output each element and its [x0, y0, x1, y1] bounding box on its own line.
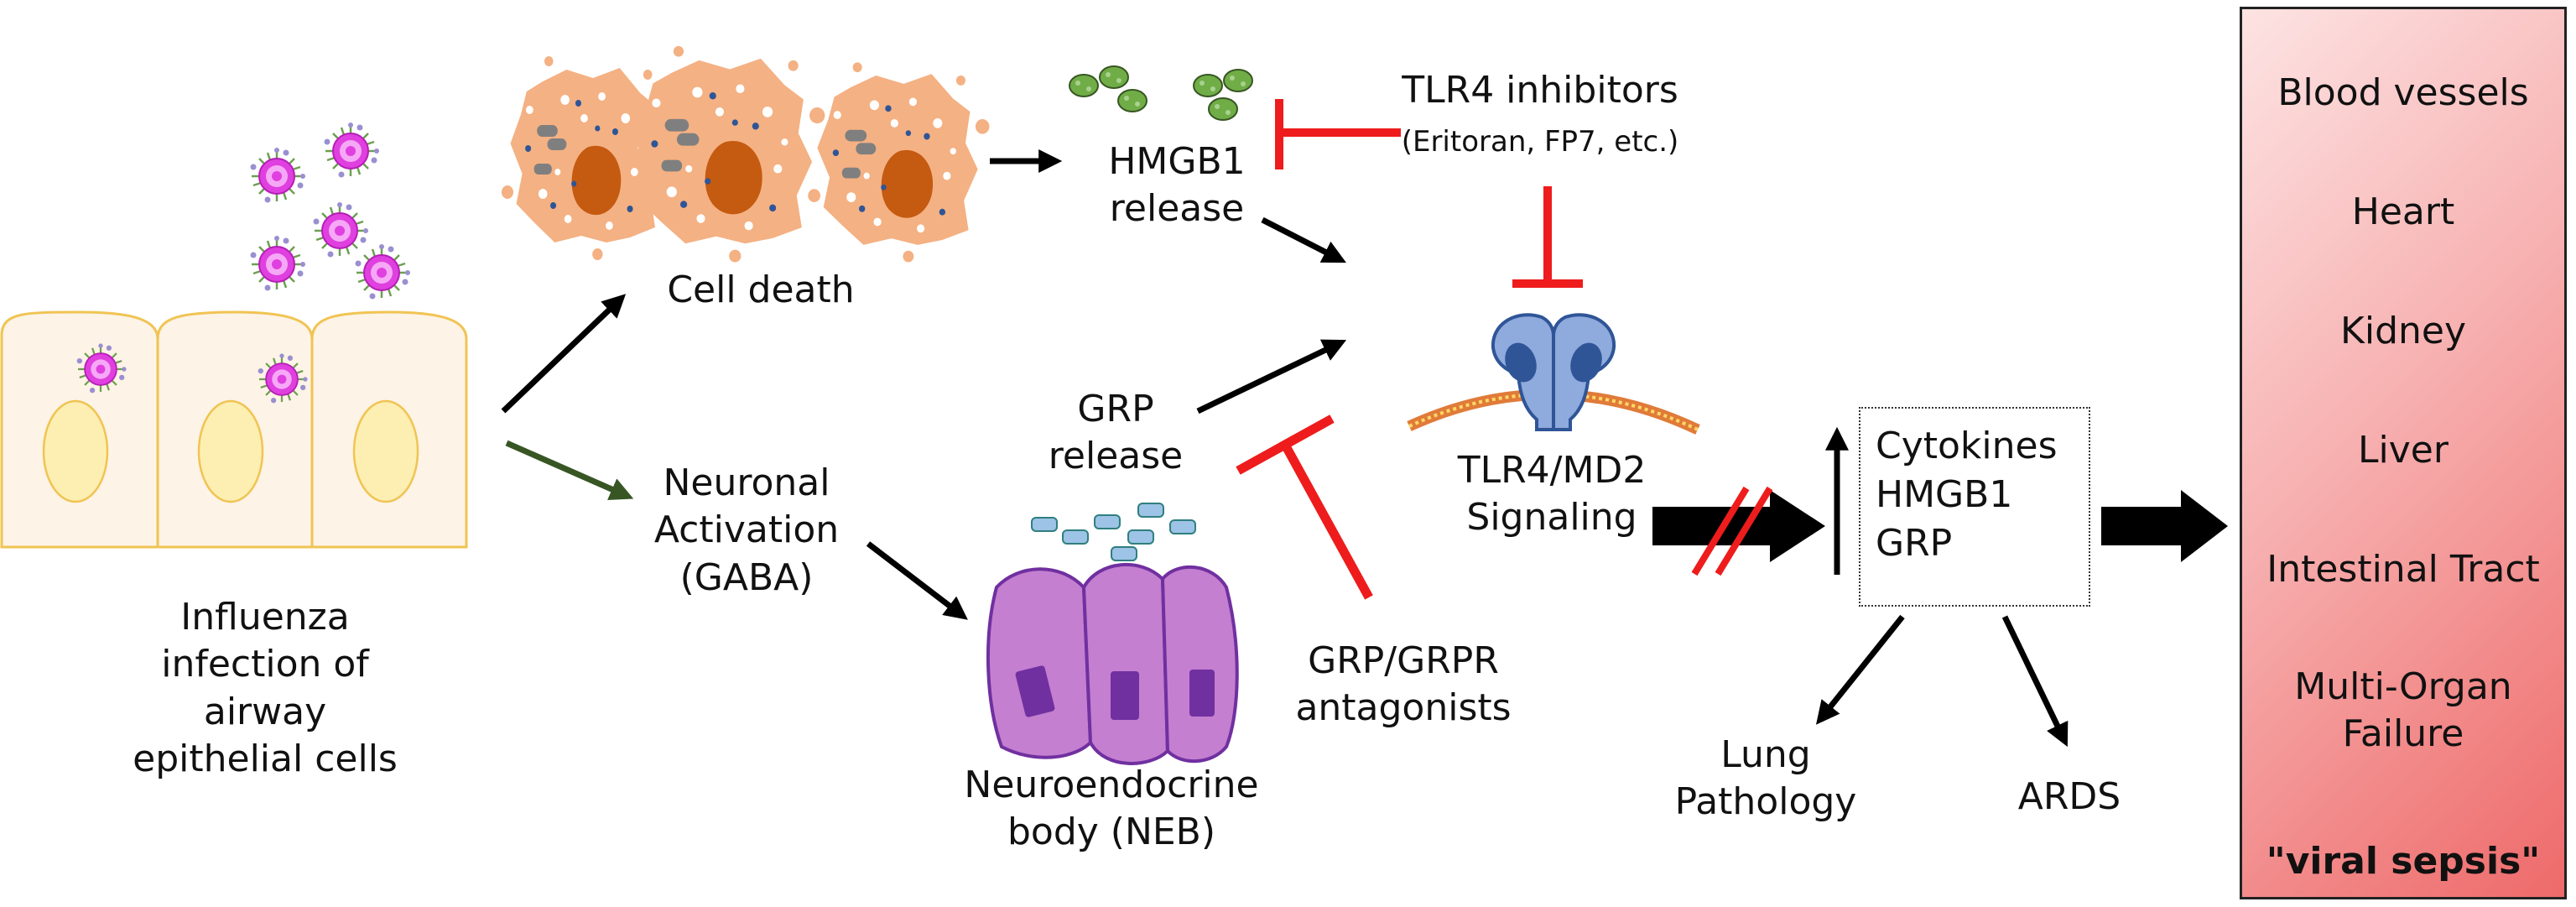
airway-epithelium	[0, 310, 468, 549]
tlr4-inhibitors-examples: (Eritoran, FP7, etc.)	[1401, 125, 1679, 159]
organ-item: Multi-Organ Failure	[2294, 665, 2512, 756]
ards-label: ARDS	[2017, 775, 2121, 818]
organ-item: Heart	[2351, 190, 2455, 233]
epithelium-to-neuron-arrow	[505, 440, 634, 501]
block-arrows	[1652, 490, 2228, 562]
grp-particles	[1031, 503, 1196, 561]
mediator-item: GRP	[1876, 522, 1953, 566]
organ-item: Liver	[2358, 429, 2449, 472]
pathway-arrows	[501, 149, 2069, 748]
cell-death-label: Cell death	[667, 268, 855, 311]
organ-item: Blood vessels	[2277, 71, 2529, 114]
mediators-box: Cytokines HMGB1 GRP	[1859, 407, 2090, 607]
tlr4-inhibitors-label: TLR4 inhibitors	[1402, 69, 1678, 112]
organ-item: Kidney	[2339, 310, 2466, 352]
mediator-item: HMGB1	[1876, 473, 2013, 517]
tlr4-receptor	[1407, 313, 1700, 435]
mediator-item: Cytokines	[1876, 425, 2058, 467]
organ-panel: Blood vessels Heart Kidney Liver Intesti…	[2240, 7, 2567, 899]
inhibitor-symbols	[1236, 99, 1773, 600]
viral-sepsis-label: "viral sepsis"	[2266, 840, 2541, 883]
neuroendocrine-body	[986, 562, 1239, 765]
hmgb1-particles	[1069, 65, 1253, 121]
organ-item: Intestinal Tract	[2266, 548, 2540, 591]
dead-cells	[501, 45, 990, 263]
